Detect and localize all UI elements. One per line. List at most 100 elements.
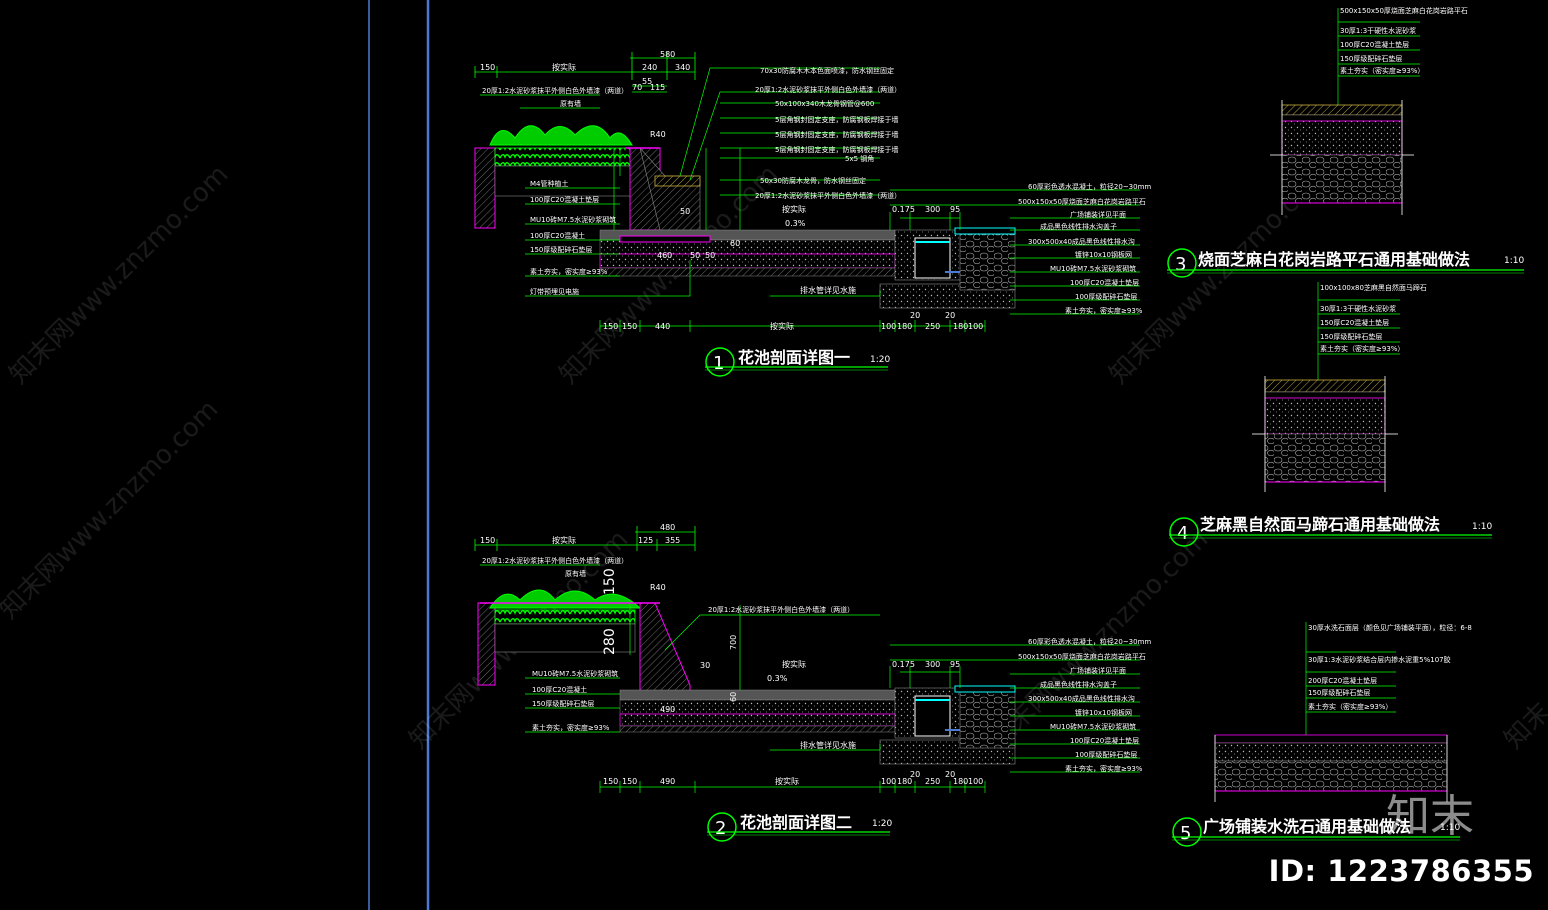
- d2-drain-note: 100厚级配碎石垫层: [1075, 750, 1137, 759]
- d1-dim: 240: [642, 63, 657, 72]
- d2-drain-note: 镀锌10x10钢板网: [1075, 708, 1132, 717]
- d2-drain-note: MU10砖M7.5水泥砂浆砌筑: [1050, 722, 1136, 731]
- d1-dim: 150: [480, 63, 495, 72]
- d1-mid-label: 0.175: [892, 205, 915, 214]
- d1-dim: 按实际: [552, 62, 576, 72]
- d1-right-note: 20厚1:2水泥砂浆抹平外侧白色外墙漆（两道）: [755, 85, 901, 94]
- detail-2-title: 花池剖面详图二: [740, 813, 852, 832]
- detail-4-title: 芝麻黑自然面马蹄石通用基础做法: [1200, 515, 1440, 534]
- d1-bottom-dim: 100: [968, 322, 983, 331]
- d4-note: 素土夯实（密实度≥93%）: [1320, 344, 1404, 353]
- d1-left-note: 150厚级配碎石垫层: [530, 245, 592, 254]
- d1-drain-note: 100厚C20混凝土垫层: [1070, 278, 1139, 287]
- detail-5-title: 广场铺装水洗石通用基础做法: [1203, 817, 1411, 836]
- d2-bottom-dim: 100: [881, 777, 896, 786]
- d1-dim: 70: [632, 83, 642, 92]
- watermark: 知末网www.znzmo.com: [0, 394, 224, 625]
- d2-bottom-dim: 20: [945, 770, 955, 779]
- detail-3-scale: 1:10: [1504, 256, 1524, 266]
- d2-mid-label: 95: [950, 660, 960, 669]
- d1-mid-label: 50: [690, 251, 700, 260]
- d1-bottom-dim: 440: [655, 322, 670, 331]
- d1-left-note: 原有墙: [560, 99, 581, 108]
- d2-bottom-dim: 按实际: [775, 776, 799, 786]
- d5-note: 30厚1:3水泥砂浆结合层内掺水泥重5%107胶: [1308, 655, 1451, 664]
- d1-bottom-dim: 250: [925, 322, 940, 331]
- d1-dim: 55: [642, 77, 652, 86]
- brand-logo: 知末: [1386, 791, 1474, 842]
- d1-dim: 580: [660, 50, 675, 59]
- d1-right-note: 50x100x340木龙骨钢管@600: [775, 99, 874, 108]
- d2-mid-label: R40: [650, 583, 666, 592]
- d1-left-note: 100厚C20混凝土垫层: [530, 195, 599, 204]
- detail-4-number-circle: [1169, 517, 1199, 547]
- d1-right-note: 70x30防腐木木本色面喷漆，防水钢丝固定: [760, 66, 894, 75]
- watermark: 知末: [1499, 697, 1548, 755]
- d1-bottom-dim: 150: [622, 322, 637, 331]
- detail-2-scale: 1:20: [872, 819, 892, 829]
- d2-left-note: 20厚1:2水泥砂浆抹平外侧白色外墙漆（两道）: [482, 556, 628, 565]
- d1-mid-label: 50: [680, 207, 690, 216]
- resource-id: ID: 1223786355: [1268, 854, 1534, 888]
- d1-bottom-dim: 按实际: [770, 321, 794, 331]
- d2-bottom-dim: 490: [660, 777, 675, 786]
- d1-bottom-dim: 180: [953, 322, 968, 331]
- d1-left-note: MU10砖M7.5水泥砂浆砌筑: [530, 215, 616, 224]
- detail-2-number: 2: [715, 818, 726, 839]
- d1-drain-note: 广场铺装详见平面: [1070, 210, 1126, 219]
- d1-drain-note: 60厚彩色透水混凝土，粒径20~30mm: [1028, 182, 1151, 191]
- d4-note: 150厚级配碎石垫层: [1320, 332, 1382, 341]
- d1-drain-note: 100厚级配碎石垫层: [1075, 292, 1137, 301]
- d1-drain-note: 素土夯实，密实度≥93%: [1065, 306, 1143, 315]
- d2-mid-label: 30: [700, 661, 710, 670]
- detail-5-section: 30厚水洗石面层（颜色见广场铺装平面），粒径：6-8 30厚1:3水泥砂浆结合层…: [1172, 622, 1472, 847]
- d1-mid-label: 95: [950, 205, 960, 214]
- detail-4-section: 100x100x80芝麻黑自然面马蹄石 30厚1:3干硬性水泥砂浆 150厚C2…: [1169, 282, 1492, 547]
- d1-misc: R40: [650, 130, 666, 139]
- detail-2-number-circle: [707, 812, 737, 842]
- detail-3-section: 500x150x50厚烧面芝麻白花岗岩路平石 30厚1:3干硬性水泥砂浆 100…: [1167, 6, 1524, 278]
- d3-note: 500x150x50厚烧面芝麻白花岗岩路平石: [1340, 6, 1468, 15]
- d2-drain-note: 300x500x40成品黑色线性排水沟: [1028, 694, 1135, 703]
- detail-1-scale: 1:20: [870, 355, 890, 365]
- d2-left-note: 100厚C20混凝土: [532, 685, 587, 694]
- d2-left-note: 原有墙: [565, 569, 586, 578]
- detail-4-number: 4: [1177, 523, 1188, 544]
- d1-dim: 340: [675, 63, 690, 72]
- detail-1-number-circle: [705, 347, 735, 377]
- d1-mid-label: 0.3%: [785, 219, 806, 228]
- d3-note: 30厚1:3干硬性水泥砂浆: [1340, 26, 1416, 35]
- detail-1-number: 1: [713, 353, 724, 374]
- d1-left-note: 20厚1:2水泥砂浆抹平外侧白色外墙漆（两道）: [482, 86, 628, 95]
- d2-dim: 150: [480, 536, 495, 545]
- d5-note: 30厚水洗石面层（颜色见广场铺装平面），粒径：6-8: [1308, 623, 1472, 632]
- d1-left-note: 素土夯实，密实度≥93%: [530, 267, 608, 276]
- d2-right-note: 20厚1:2水泥砂浆抹平外侧白色外墙漆（两道）: [708, 605, 854, 614]
- d2-mid-label: 60: [729, 692, 738, 702]
- d1-right-note: 5x5 钢角: [845, 154, 874, 163]
- d1-mid-label: 50: [705, 251, 715, 260]
- d1-left-note: 100厚C20混凝土: [530, 231, 585, 240]
- d3-note: 150厚级配碎石垫层: [1340, 54, 1402, 63]
- d1-bottom-dim: 150: [603, 322, 618, 331]
- detail-5-number: 5: [1180, 823, 1191, 844]
- d1-right-note: 20厚1:2水泥砂浆抹平外侧白色外墙漆（两道）: [755, 191, 901, 200]
- d2-drain-note: 500x150x50厚烧面芝麻白花岗岩路平石: [1018, 652, 1146, 661]
- d1-mid-label: 460: [657, 251, 672, 260]
- d2-dim: 480: [660, 523, 675, 532]
- d2-mid-label: 0.3%: [767, 674, 788, 683]
- d2-drain-note: 成品黑色线性排水沟盖子: [1040, 680, 1117, 689]
- d2-drain-note: 100厚C20混凝土垫层: [1070, 736, 1139, 745]
- d1-drain-note: 300x500x40成品黑色线性排水沟: [1028, 237, 1135, 246]
- d2-left-note: MU10砖M7.5水泥砂浆砌筑: [532, 669, 618, 678]
- d4-note: 150厚C20混凝土垫层: [1320, 318, 1389, 327]
- d1-bottom-dim: 20: [910, 311, 920, 320]
- d2-mid-label: 150: [602, 568, 618, 595]
- d2-bottom-dim: 180: [953, 777, 968, 786]
- detail-1-section: 150 按实际 580 240 340 55 70 115: [474, 50, 1151, 377]
- d2-drain-note: 素土夯实，密实度≥93%: [1065, 764, 1143, 773]
- d2-bottom-dim: 150: [603, 777, 618, 786]
- d1-drain-note: 成品黑色线性排水沟盖子: [1040, 222, 1117, 231]
- detail-2-section: 150 按实际 480 125 355: [474, 523, 1151, 842]
- d2-bottom-dim: 180: [897, 777, 912, 786]
